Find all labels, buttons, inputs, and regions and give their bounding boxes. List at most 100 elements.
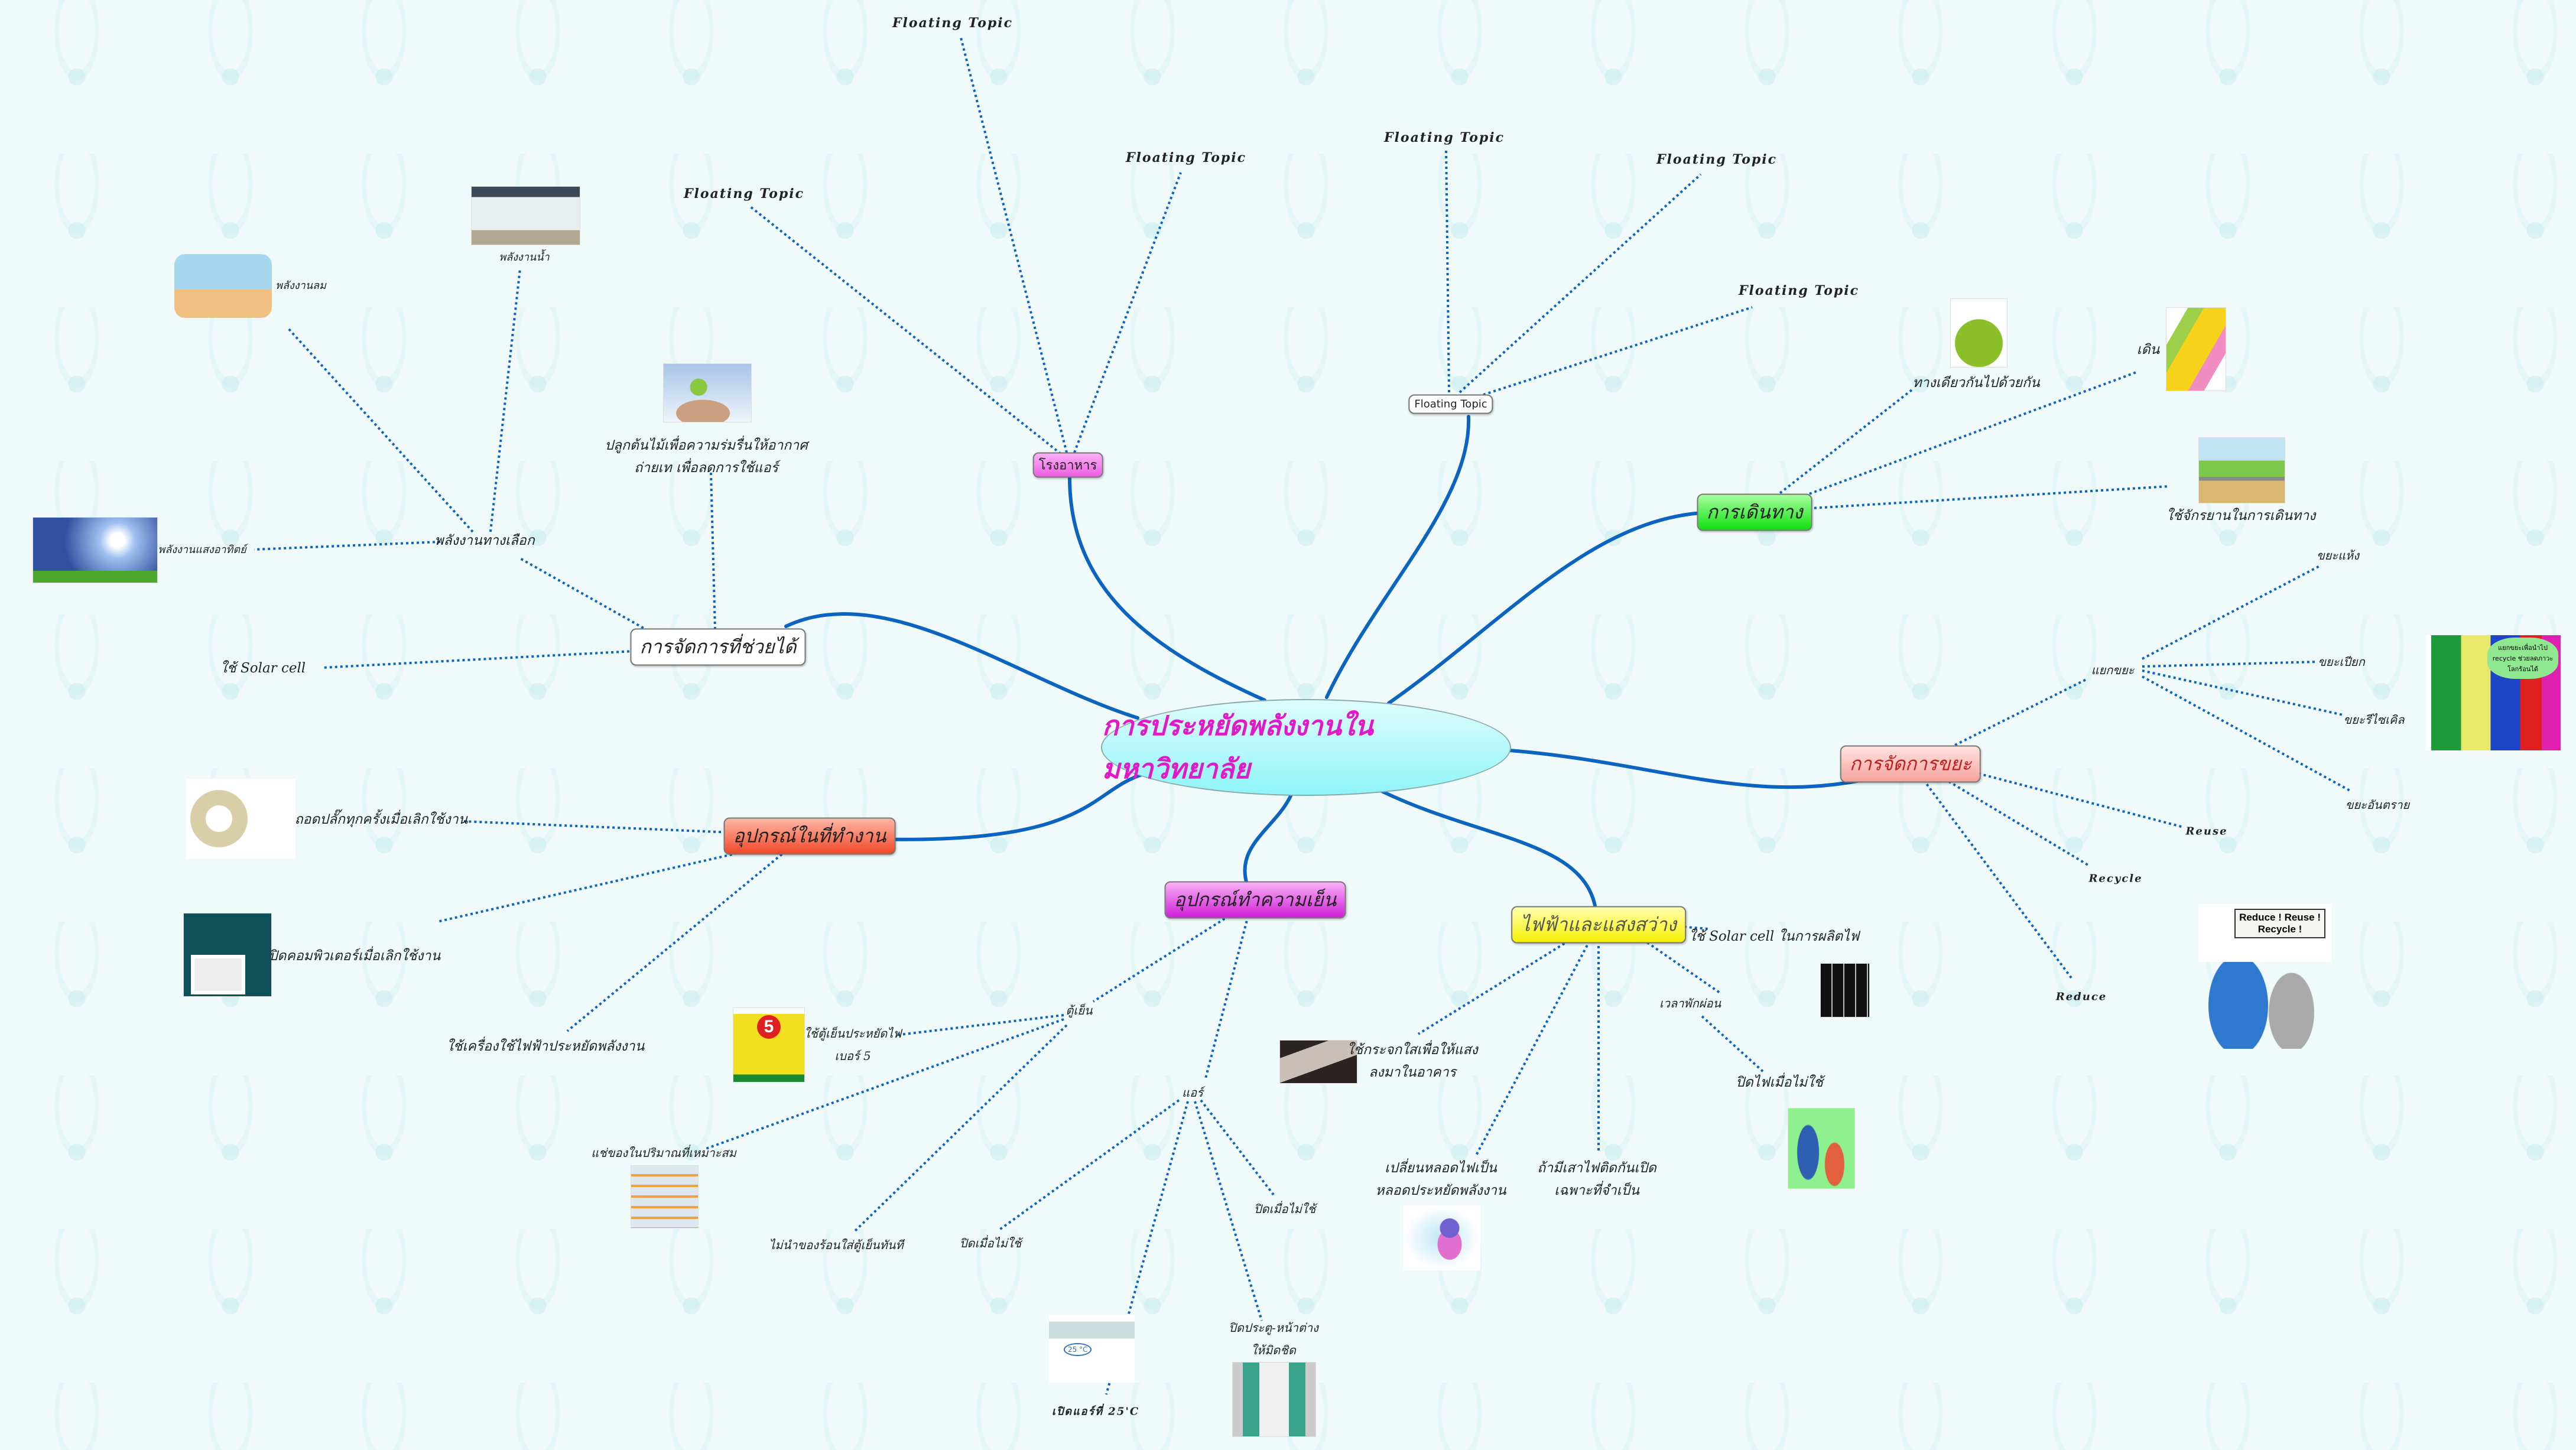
- floating-topic[interactable]: Floating Topic: [1656, 152, 1778, 167]
- monitor-icon: [191, 955, 245, 994]
- topic-efficient-appliances[interactable]: ใช้เครื่องใช้ไฟฟ้าประหยัดพลังงาน: [446, 1039, 645, 1054]
- switch-off-image: [1788, 1108, 1855, 1189]
- sub-line: [1792, 485, 2169, 511]
- grass: [33, 571, 157, 583]
- topic-computer-off[interactable]: ปิดคอมพิวเตอร์เมื่อเลิกใช้งาน: [268, 948, 441, 964]
- topic-rest-time[interactable]: เวลาพักผ่อน: [1659, 996, 1721, 1010]
- branch-line-floating: [1325, 415, 1471, 699]
- topic-aircon-off[interactable]: ปิดเมื่อไม่ใช้: [1253, 1202, 1316, 1216]
- sub-line: [1204, 915, 1249, 1079]
- line: ลงมาในอาคาร: [1369, 1065, 1456, 1080]
- fridge-image: [631, 1165, 699, 1228]
- topic-close-doors[interactable]: ปิดประตู-หน้าต่างให้มิดชิด: [1229, 1316, 1318, 1361]
- topic-travel[interactable]: การเดินทาง: [1697, 493, 1812, 531]
- topic-wet-waste[interactable]: ขยะเปียก: [2318, 655, 2365, 669]
- sub-line: [1458, 173, 1702, 394]
- sub-line: [254, 541, 441, 551]
- topic-floating[interactable]: Floating Topic: [1408, 394, 1493, 414]
- topic-fridge-hot[interactable]: ไม่นำของร้อนใส่ตู้เย็นทันที: [769, 1238, 904, 1252]
- topic-lighting[interactable]: ไฟฟ้าและแสงสว่าง: [1511, 906, 1686, 944]
- line: ใช้ตู้เย็นประหยัดไฟ: [804, 1026, 902, 1041]
- sub-line: [1445, 147, 1450, 393]
- topic-recycle[interactable]: Recycle: [2088, 872, 2143, 885]
- solar-farm-image: [33, 517, 158, 583]
- sub-line: [1073, 172, 1182, 453]
- sub-line: [489, 268, 521, 532]
- sub-line: [710, 472, 716, 630]
- topic-aircon-off[interactable]: ปิดเมื่อไม่ใช้: [959, 1236, 1022, 1250]
- wind-turbine-image: [174, 254, 272, 318]
- sub-line: [1475, 940, 1591, 1156]
- topic-solar-production[interactable]: ใช้ Solar cell ในการผลิตไฟ: [1688, 929, 1860, 944]
- computer-off-image: [183, 913, 272, 997]
- sub-line: [895, 1014, 1064, 1036]
- topic-hydro-energy[interactable]: พลังงานน้ำ: [499, 251, 550, 264]
- window-image: [1232, 1362, 1316, 1437]
- topic-alternative-energy[interactable]: พลังงานทางเลือก: [434, 533, 535, 548]
- topic-canteen[interactable]: โรงอาหาร: [1032, 452, 1103, 478]
- topic-carpool[interactable]: ทางเดียวกันไปด้วยกัน: [1912, 375, 2040, 391]
- floating-topic[interactable]: Floating Topic: [892, 15, 1013, 31]
- sub-line: [463, 820, 748, 834]
- topic-cooling[interactable]: อุปกรณ์ทำความเย็น: [1164, 881, 1346, 919]
- floating-topic[interactable]: Floating Topic: [1383, 130, 1505, 145]
- line: ถ่ายเท เพื่อลดการใช้แอร์: [634, 460, 778, 476]
- aircon-remote-image: 25 °C: [1049, 1315, 1135, 1383]
- topic-hazard-waste[interactable]: ขยะอันตราย: [2345, 798, 2410, 812]
- topic-aircon[interactable]: แอร์: [1182, 1085, 1203, 1100]
- topic-fridge-label5[interactable]: ใช้ตู้เย็นประหยัดไฟเบอร์ 5: [804, 1022, 902, 1067]
- topic-fridge[interactable]: ตู้เย็น: [1066, 1003, 1093, 1017]
- solar-panel-image: [1820, 963, 1870, 1017]
- topic-solar-energy[interactable]: พลังงานแสงอาทิตย์: [158, 544, 246, 556]
- bicycle-image: [2198, 437, 2285, 503]
- line: ปลูกต้นไม้เพื่อความร่มรื่นให้อากาศ: [605, 438, 808, 453]
- skylight-image: [1279, 1040, 1357, 1084]
- topic-lights-off[interactable]: ปิดไฟเมื่อไม่ใช้: [1736, 1075, 1823, 1090]
- branch-line-cooling: [1243, 793, 1293, 886]
- sub-line: [1417, 939, 1570, 1035]
- sub-line: [437, 850, 748, 923]
- topic-unplug[interactable]: ถอดปลั๊กทุกครั้งเมื่อเลิกใช้งาน: [294, 812, 468, 827]
- sub-line: [2142, 669, 2344, 716]
- topic-wind-energy[interactable]: พลังงานลม: [275, 279, 326, 292]
- branch-line-manage: [784, 612, 1139, 720]
- floating-topic[interactable]: Floating Topic: [683, 186, 805, 201]
- topic-aircon-25[interactable]: เปิดแอร์ที่ 25'C: [1051, 1405, 1140, 1418]
- topic-walk[interactable]: เดิน: [2136, 342, 2160, 357]
- sub-line: [1775, 389, 1913, 498]
- branch-line-lighting: [1375, 787, 1597, 911]
- branch-line-canteen: [1068, 476, 1266, 702]
- floating-topic[interactable]: Floating Topic: [1125, 150, 1247, 165]
- sub-line: [998, 1099, 1180, 1231]
- topic-sort-waste[interactable]: แยกขยะ: [2091, 663, 2135, 677]
- topic-use-solar-cell[interactable]: ใช้ Solar cell: [220, 661, 306, 676]
- line: ถ้ามีเสาไฟติดกันเปิด: [1537, 1160, 1656, 1176]
- bulb-boy-image: [1404, 1205, 1480, 1270]
- central-topic[interactable]: การประหยัดพลังงานในมหาวิทยาลัย: [1101, 699, 1511, 796]
- topic-recycle-waste[interactable]: ขยะรีไซเคิล: [2343, 713, 2405, 727]
- topic-dry-waste[interactable]: ขยะแห้ง: [2317, 548, 2359, 563]
- topic-waste[interactable]: การจัดการขยะ: [1840, 745, 1981, 783]
- topic-reuse[interactable]: Reuse: [2185, 825, 2228, 838]
- label-number: 5: [757, 1015, 781, 1039]
- line: เบอร์ 5: [834, 1049, 871, 1063]
- sub-line: [1701, 1015, 1765, 1074]
- topic-plant-trees[interactable]: ปลูกต้นไม้เพื่อความร่มรื่นให้อากาศถ่ายเท…: [605, 434, 807, 479]
- line: เปลี่ยนหลอดไฟเป็น: [1385, 1160, 1497, 1176]
- topic-bicycle[interactable]: ใช้จักรยานในการเดินทาง: [2166, 508, 2316, 524]
- topic-reduce[interactable]: Reduce: [2055, 990, 2107, 1003]
- speech-bubble: แยกขยะเพื่อนำไป recycle ช่วยลดภาวะโลกร้อ…: [2487, 638, 2558, 679]
- sub-line: [1799, 371, 2137, 499]
- sub-line: [1092, 915, 1230, 1003]
- topic-energy-bulb[interactable]: เปลี่ยนหลอดไฟเป็นหลอดประหยัดพลังงาน: [1375, 1157, 1506, 1202]
- topic-fridge-amount[interactable]: แช่ของในปริมาณที่เหมาะสม: [591, 1146, 736, 1160]
- topic-skylight[interactable]: ใช้กระจกใสเพื่อให้แสงลงมาในอาคาร: [1347, 1039, 1477, 1084]
- topic-manage[interactable]: การจัดการที่ช่วยได้: [630, 628, 806, 666]
- topic-pole-lights[interactable]: ถ้ามีเสาไฟติดกันเปิดเฉพาะที่จำเป็น: [1537, 1157, 1656, 1202]
- plug-image: [186, 779, 295, 859]
- line: ปิดประตู-หน้าต่าง: [1229, 1321, 1318, 1335]
- sub-line: [1200, 1099, 1275, 1196]
- floating-topic[interactable]: Floating Topic: [1738, 283, 1860, 298]
- walking-image: [2166, 307, 2226, 391]
- topic-office[interactable]: อุปกรณ์ในที่ทำงาน: [723, 817, 896, 855]
